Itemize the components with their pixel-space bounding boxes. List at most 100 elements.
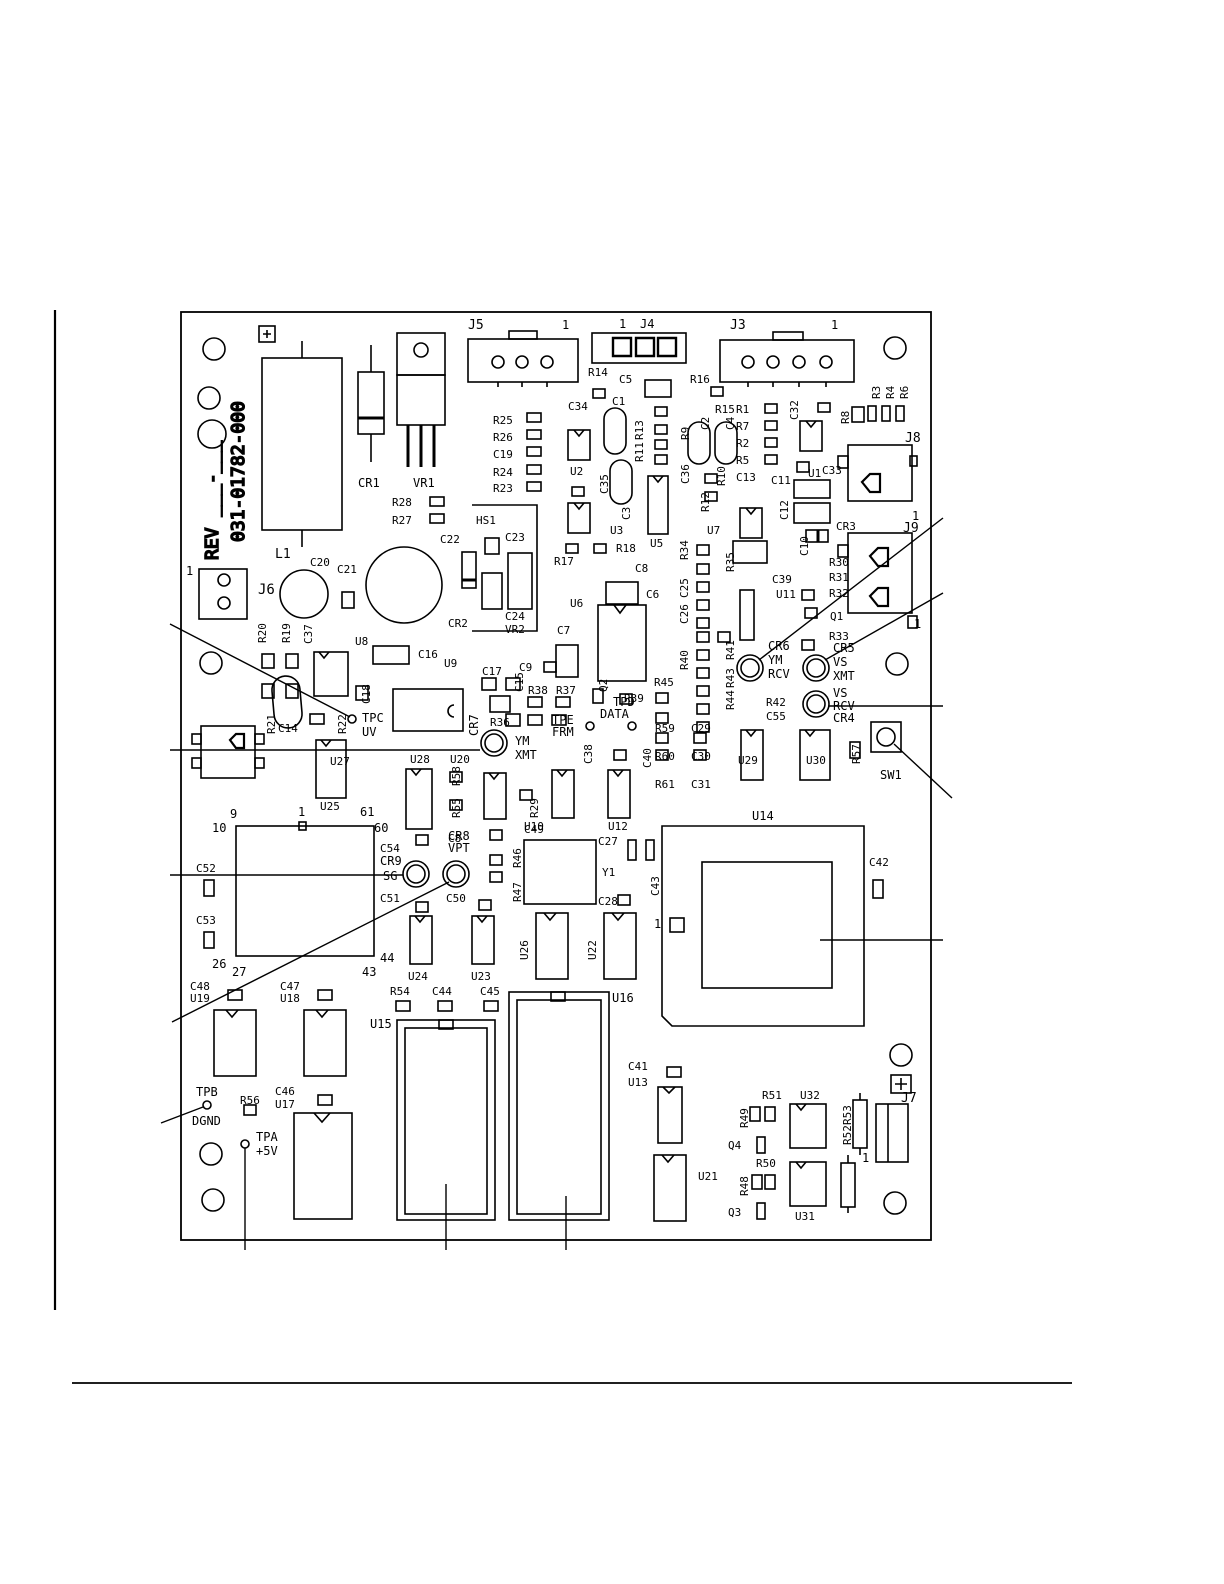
ic-u9 <box>392 688 464 732</box>
svg-text:27: 27 <box>232 965 246 979</box>
svg-text:R34: R34 <box>678 540 691 560</box>
svg-text:C15: C15 <box>513 672 526 692</box>
ic-u27-plcc <box>235 821 375 957</box>
svg-text:R3: R3 <box>870 386 883 399</box>
svg-text:C49: C49 <box>524 823 544 836</box>
svg-text:U19: U19 <box>190 992 210 1005</box>
svg-text:J4: J4 <box>640 317 654 331</box>
cr6-caption-2: RCV <box>768 667 790 681</box>
svg-text:R20: R20 <box>256 623 269 643</box>
svg-text:C30: C30 <box>691 750 711 763</box>
ic-u16-dip <box>508 991 610 1221</box>
cr6-label: CR6 <box>768 639 790 653</box>
top-resistors <box>429 379 905 554</box>
svg-text:R24: R24 <box>493 466 513 479</box>
svg-text:C8: C8 <box>448 832 461 845</box>
svg-text:VR2: VR2 <box>505 623 525 636</box>
svg-text:C47: C47 <box>280 980 300 993</box>
heatsink-hs1 <box>472 504 538 632</box>
capacitor-c37 <box>279 569 329 619</box>
svg-text:R8: R8 <box>839 411 852 424</box>
connector-j4: J4 1 <box>591 317 687 364</box>
svg-text:C16: C16 <box>418 648 438 661</box>
svg-text:C53: C53 <box>196 914 216 927</box>
svg-text:R7: R7 <box>736 420 749 433</box>
svg-text:C24: C24 <box>505 610 525 623</box>
cr6-caption-1: YM <box>768 653 782 667</box>
svg-text:C14: C14 <box>278 722 298 735</box>
svg-text:R31: R31 <box>829 571 849 584</box>
inductor-l1 <box>261 357 343 531</box>
tpa-caption: +5V <box>256 1144 278 1158</box>
led-cr6 <box>736 654 764 682</box>
svg-text:J6: J6 <box>258 582 275 598</box>
svg-text:R15: R15 <box>715 403 735 416</box>
svg-text:R4: R4 <box>884 385 897 399</box>
svg-text:J9: J9 <box>903 521 919 536</box>
svg-text:R37: R37 <box>556 684 576 697</box>
svg-text:C52: C52 <box>196 862 216 875</box>
svg-text:R21: R21 <box>265 714 278 734</box>
cr5-caption-2: XMT <box>833 669 855 683</box>
svg-text:U8: U8 <box>355 635 368 648</box>
svg-text:U15: U15 <box>370 1017 392 1031</box>
cr4-caption-2: RCV <box>833 699 855 713</box>
cr4-caption-1: VS <box>833 686 847 700</box>
svg-text:C51: C51 <box>380 892 400 905</box>
svg-text:26: 26 <box>212 957 226 971</box>
svg-text:C38: C38 <box>582 744 595 764</box>
svg-text:C26: C26 <box>678 604 691 624</box>
svg-text:U24: U24 <box>408 970 428 983</box>
svg-text:C20: C20 <box>310 556 330 569</box>
svg-text:R2: R2 <box>736 437 749 450</box>
svg-text:R46: R46 <box>511 848 524 868</box>
svg-text:R35: R35 <box>724 552 737 572</box>
svg-text:R53: R53 <box>841 1105 854 1125</box>
cr4-label: CR4 <box>833 711 855 725</box>
svg-text:C36: C36 <box>679 464 692 484</box>
svg-text:R45: R45 <box>654 676 674 689</box>
svg-text:1: 1 <box>831 318 838 332</box>
diode-cr1 <box>357 371 385 435</box>
svg-text:U23: U23 <box>471 970 491 983</box>
svg-text:R41: R41 <box>724 640 737 660</box>
svg-text:R33: R33 <box>829 630 849 643</box>
tpe-caption: FRM <box>552 725 574 739</box>
svg-text:U3: U3 <box>610 524 623 537</box>
svg-text:R55: R55 <box>450 798 463 818</box>
svg-text:R17: R17 <box>554 555 574 568</box>
svg-text:U22: U22 <box>586 940 599 960</box>
svg-text:9: 9 <box>230 807 237 821</box>
tpb-label: TPB <box>196 1085 218 1099</box>
svg-text:R58: R58 <box>450 766 463 786</box>
svg-text:R27: R27 <box>392 514 412 527</box>
svg-text:C10: C10 <box>798 536 811 556</box>
svg-text:C7: C7 <box>557 624 570 637</box>
svg-text:R13: R13 <box>633 420 646 440</box>
svg-text:C18: C18 <box>360 684 373 704</box>
svg-text:R1: R1 <box>736 403 749 416</box>
svg-text:C12: C12 <box>778 500 791 520</box>
svg-text:C27: C27 <box>598 835 618 848</box>
cr7-caption-1: YM <box>515 734 529 748</box>
regulator-vr1 <box>396 332 446 376</box>
callout-lines <box>160 517 953 1250</box>
svg-text:U10: U10 <box>524 820 544 833</box>
svg-text:C17: C17 <box>482 665 502 678</box>
led-cr7 <box>480 729 508 757</box>
svg-text:C43: C43 <box>649 876 662 896</box>
svg-text:C31: C31 <box>691 778 711 791</box>
svg-text:C35: C35 <box>598 474 611 494</box>
svg-text:R44: R44 <box>724 690 737 710</box>
led-cr4 <box>802 690 830 718</box>
board-part-number: 031-01782-000 <box>228 401 249 542</box>
svg-text:C11: C11 <box>771 474 791 487</box>
svg-text:1: 1 <box>562 318 569 332</box>
tpe-label: TPE <box>552 713 574 727</box>
svg-text:R18: R18 <box>616 542 636 555</box>
test-point-tpe <box>585 721 595 731</box>
svg-text:U25: U25 <box>320 800 340 813</box>
svg-text:C37: C37 <box>302 624 315 644</box>
tpd-caption: DATA <box>600 707 630 721</box>
